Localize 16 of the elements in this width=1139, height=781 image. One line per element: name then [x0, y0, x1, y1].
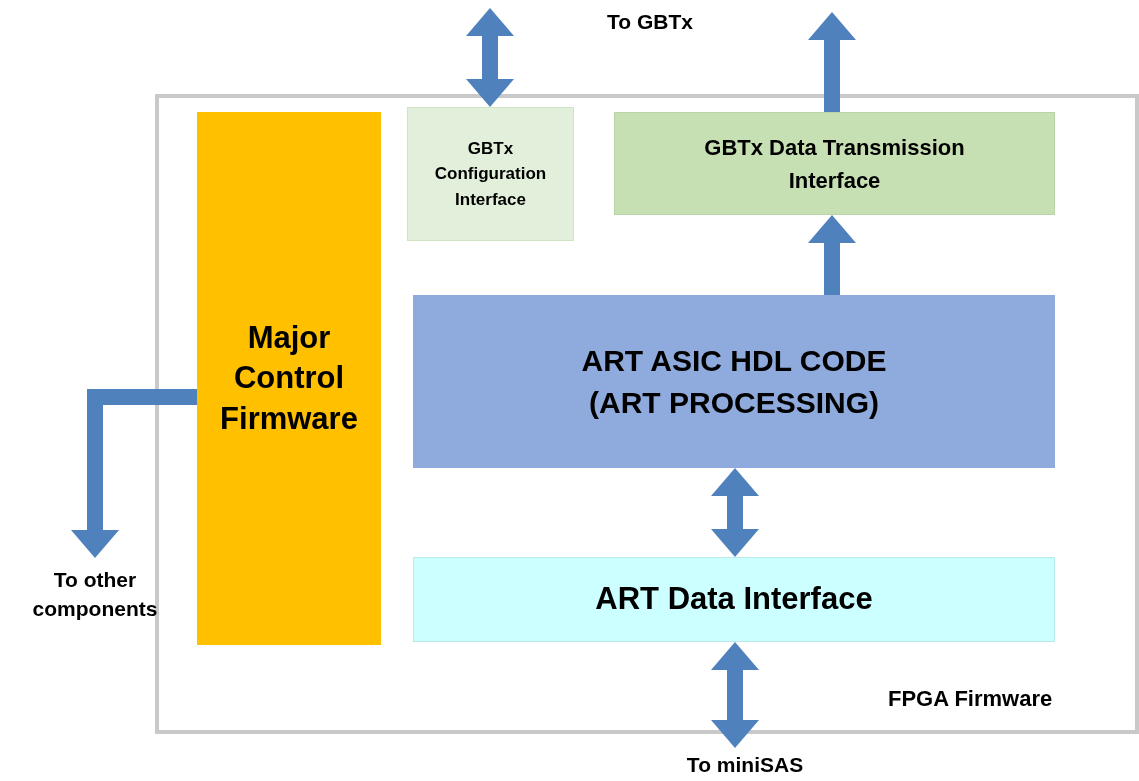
block-arrow	[711, 642, 759, 748]
block-arrow	[71, 389, 197, 558]
container-title: FPGA Firmware	[888, 685, 1053, 713]
block-arrow	[711, 468, 759, 557]
destination-text: To other components	[4, 558, 186, 630]
control-block: Major Control Firmware	[197, 112, 381, 645]
interface-box: GBTx Configuration Interface	[407, 107, 574, 241]
block-arrow	[808, 215, 856, 295]
fpga-container	[155, 94, 1139, 734]
destination-text: To GBTx	[606, 9, 694, 35]
destination-text: To miniSAS	[655, 748, 835, 781]
interface-box: GBTx Data Transmission Interface	[614, 112, 1055, 215]
processing-block: ART ASIC HDL CODE (ART PROCESSING)	[413, 295, 1055, 468]
block-arrow	[466, 8, 514, 107]
block-arrow	[808, 12, 856, 112]
interface-box: ART Data Interface	[413, 557, 1055, 642]
